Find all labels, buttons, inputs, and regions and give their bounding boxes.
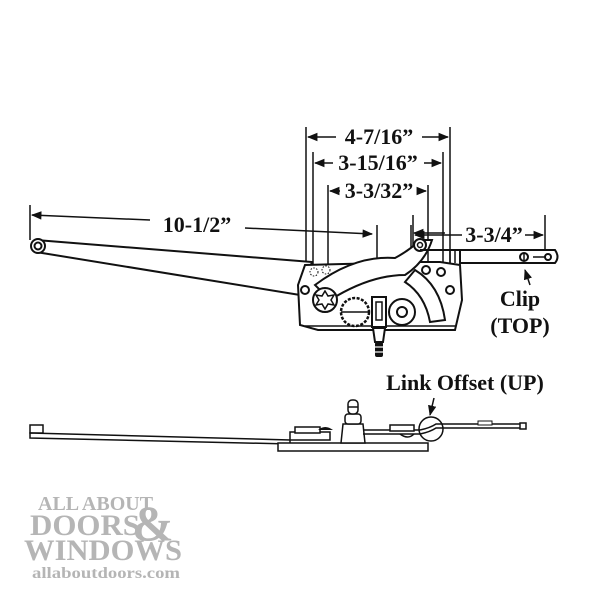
logo-ampersand: & xyxy=(132,495,174,551)
dim-middle-span: 3-15/16” xyxy=(338,150,417,175)
logo-url: allaboutdoors.com xyxy=(32,565,181,582)
dim-long-arm: 10-1/2” xyxy=(163,212,231,237)
dimension-arrows xyxy=(30,132,545,240)
clip-label: Clip xyxy=(500,286,540,311)
logo-line-windows: WINDOWS xyxy=(24,534,182,567)
operator-housing xyxy=(296,238,464,357)
logo-line-doors: DOORS xyxy=(30,509,140,542)
clip-label-top: (TOP) xyxy=(490,313,549,338)
dim-overall-housing: 4-7/16” xyxy=(345,124,413,149)
long-arm xyxy=(30,238,314,297)
side-view: Link Offset (UP) xyxy=(29,370,544,452)
dim-inner-span: 3-3/32” xyxy=(345,178,413,203)
clip-pointer xyxy=(524,269,532,286)
link-offset-label: Link Offset (UP) xyxy=(386,370,544,395)
dim-short-arm: 3-3/4” xyxy=(465,222,522,247)
logo-line-all-about: ALL ABOUT xyxy=(38,493,154,515)
brand-logo: ALL ABOUT DOORS & WINDOWS allaboutdoors.… xyxy=(24,493,182,582)
short-arm xyxy=(420,249,559,264)
